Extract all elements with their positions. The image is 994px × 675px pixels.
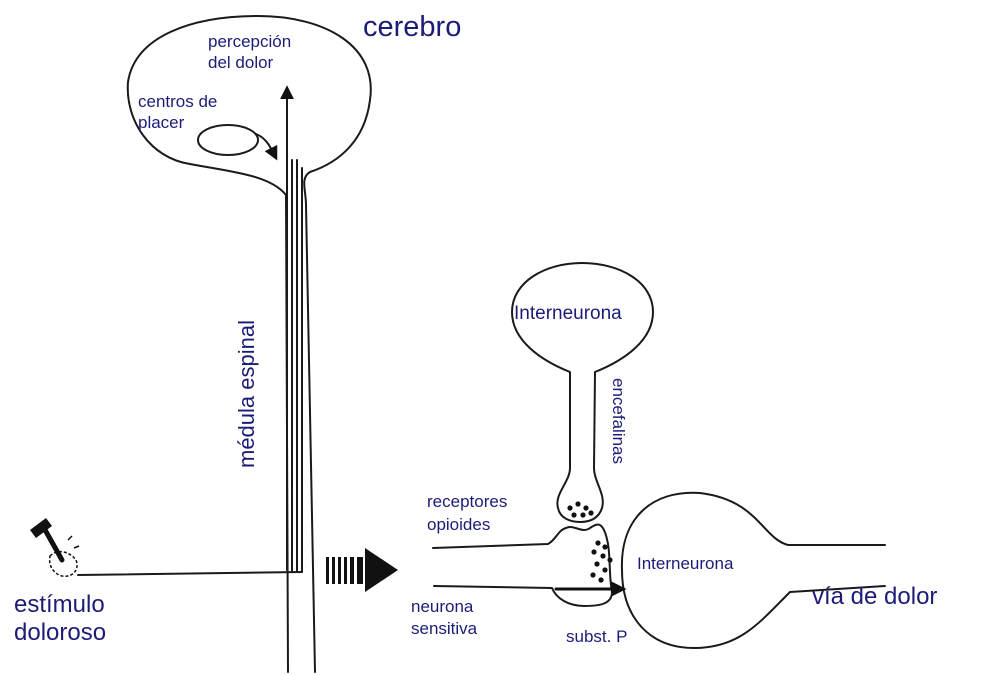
- sensory-neuron-label: neurona: [411, 597, 474, 616]
- hammer-icon: [30, 518, 79, 576]
- pleasure-centers-label: placer: [138, 113, 185, 132]
- striped-arrow-icon: [326, 548, 398, 592]
- pain-perception-label: del dolor: [208, 53, 274, 72]
- stimulus-label: estímulo: [14, 591, 105, 618]
- pain-pathway-label: vía de dolor: [812, 583, 937, 610]
- peripheral-nerve-line: [78, 572, 302, 575]
- substance-p-label: subst. P: [566, 627, 627, 646]
- encephalins-label: encefalinas: [609, 378, 628, 464]
- opioid-receptors-label: receptores: [427, 492, 507, 511]
- pain-perception-label: percepción: [208, 32, 291, 51]
- encephalin-vesicles: [567, 501, 593, 517]
- opioid-receptors-label: opioides: [427, 515, 490, 534]
- interneuron-top-label: Interneurona: [514, 303, 622, 324]
- interneuron-right-label: Interneurona: [637, 554, 734, 573]
- spinal-cord-label: médula espinal: [234, 320, 259, 468]
- pleasure-center-oval: [198, 125, 258, 155]
- pleasure-centers-label: centros de: [138, 92, 217, 111]
- sensory-neuron-label: sensitiva: [411, 619, 478, 638]
- brain-label: cerebro: [363, 11, 461, 43]
- interneuron-top-outline: [512, 263, 653, 522]
- sensory-neuron-outline: [433, 525, 612, 607]
- pleasure-center-arrow: [256, 134, 276, 158]
- stimulus-label: doloroso: [14, 619, 106, 646]
